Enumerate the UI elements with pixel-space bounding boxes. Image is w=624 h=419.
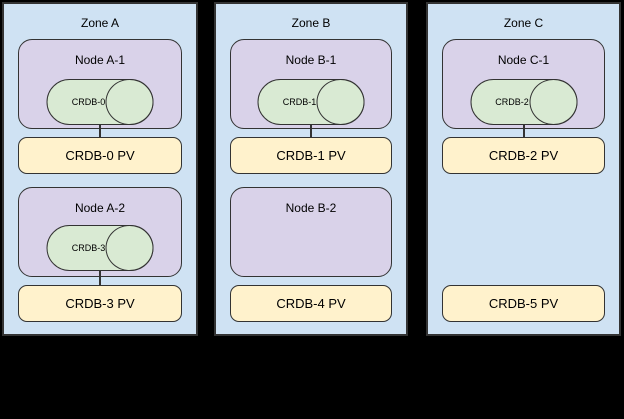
zone-c-label: Zone C xyxy=(503,16,544,30)
crdb-0-pod-cylinder: CRDB-0 xyxy=(46,79,154,125)
crdb-1-pv-box: CRDB-1 PV xyxy=(230,137,392,174)
crdb-3-pod-pv-connector-line xyxy=(99,271,101,285)
crdb-2-pod-pv-connector-line xyxy=(522,125,525,137)
crdb-1-pv-label: CRDB-1 PV xyxy=(276,148,346,163)
crdb-5-pv-label: CRDB-5 PV xyxy=(488,296,559,311)
crdb-0-pod-pv-connector-line xyxy=(99,125,101,137)
node-b1-label: Node B-1 xyxy=(285,53,337,67)
crdb-2-pod-label: CRDB-2 xyxy=(495,97,529,107)
crdb-2-pv-box: CRDB-2 PV xyxy=(442,137,605,174)
crdb-0-pod-label: CRDB-0 xyxy=(71,97,106,107)
node-c1-box: Node C-1 CRDB-2 xyxy=(442,39,605,129)
crdb-2-pod-cylinder: CRDB-2 xyxy=(470,79,577,125)
node-a1-label: Node A-1 xyxy=(74,53,126,67)
crdb-0-pv-box: CRDB-0 PV xyxy=(18,137,182,174)
crdb-3-pv-label: CRDB-3 PV xyxy=(65,296,135,311)
zone-c: Zone C Node C-1 CRDB-2 CRDB-2 PV CRDB-5 … xyxy=(426,2,621,336)
crdb-1-pod-pv-connector-line xyxy=(310,125,312,137)
crdb-3-pv-box: CRDB-3 PV xyxy=(18,285,182,322)
node-c1-label: Node C-1 xyxy=(497,53,550,67)
zone-b: Zone B Node B-1 CRDB-1 CRDB-1 PV Node B-… xyxy=(214,2,408,336)
crdb-5-pv-box: CRDB-5 PV xyxy=(442,285,605,322)
crdb-1-pod-label: CRDB-1 xyxy=(282,97,317,107)
cylinder-cap xyxy=(105,79,154,125)
node-b2-box: Node B-2 xyxy=(230,187,392,277)
cylinder-cap xyxy=(105,225,154,271)
crdb-4-pv-label: CRDB-4 PV xyxy=(276,296,346,311)
zone-a-label: Zone A xyxy=(80,16,120,30)
crdb-3-pod-cylinder: CRDB-3 xyxy=(46,225,154,271)
crdb-2-pv-label: CRDB-2 PV xyxy=(488,148,559,163)
node-b2-label: Node B-2 xyxy=(285,201,337,215)
cylinder-cap xyxy=(316,79,365,125)
cylinder-cap xyxy=(529,79,577,125)
node-b1-box: Node B-1 CRDB-1 xyxy=(230,39,392,129)
crdb-1-pod-cylinder: CRDB-1 xyxy=(257,79,365,125)
zone-b-label: Zone B xyxy=(291,16,331,30)
crdb-4-pv-box: CRDB-4 PV xyxy=(230,285,392,322)
crdb-3-pod-label: CRDB-3 xyxy=(71,243,106,253)
node-a2-label: Node A-2 xyxy=(74,201,126,215)
crdb-0-pv-label: CRDB-0 PV xyxy=(65,148,135,163)
node-a2-box: Node A-2 CRDB-3 xyxy=(18,187,182,277)
node-a1-box: Node A-1 CRDB-0 xyxy=(18,39,182,129)
zone-a: Zone A Node A-1 CRDB-0 CRDB-0 PV Node A-… xyxy=(2,2,198,336)
